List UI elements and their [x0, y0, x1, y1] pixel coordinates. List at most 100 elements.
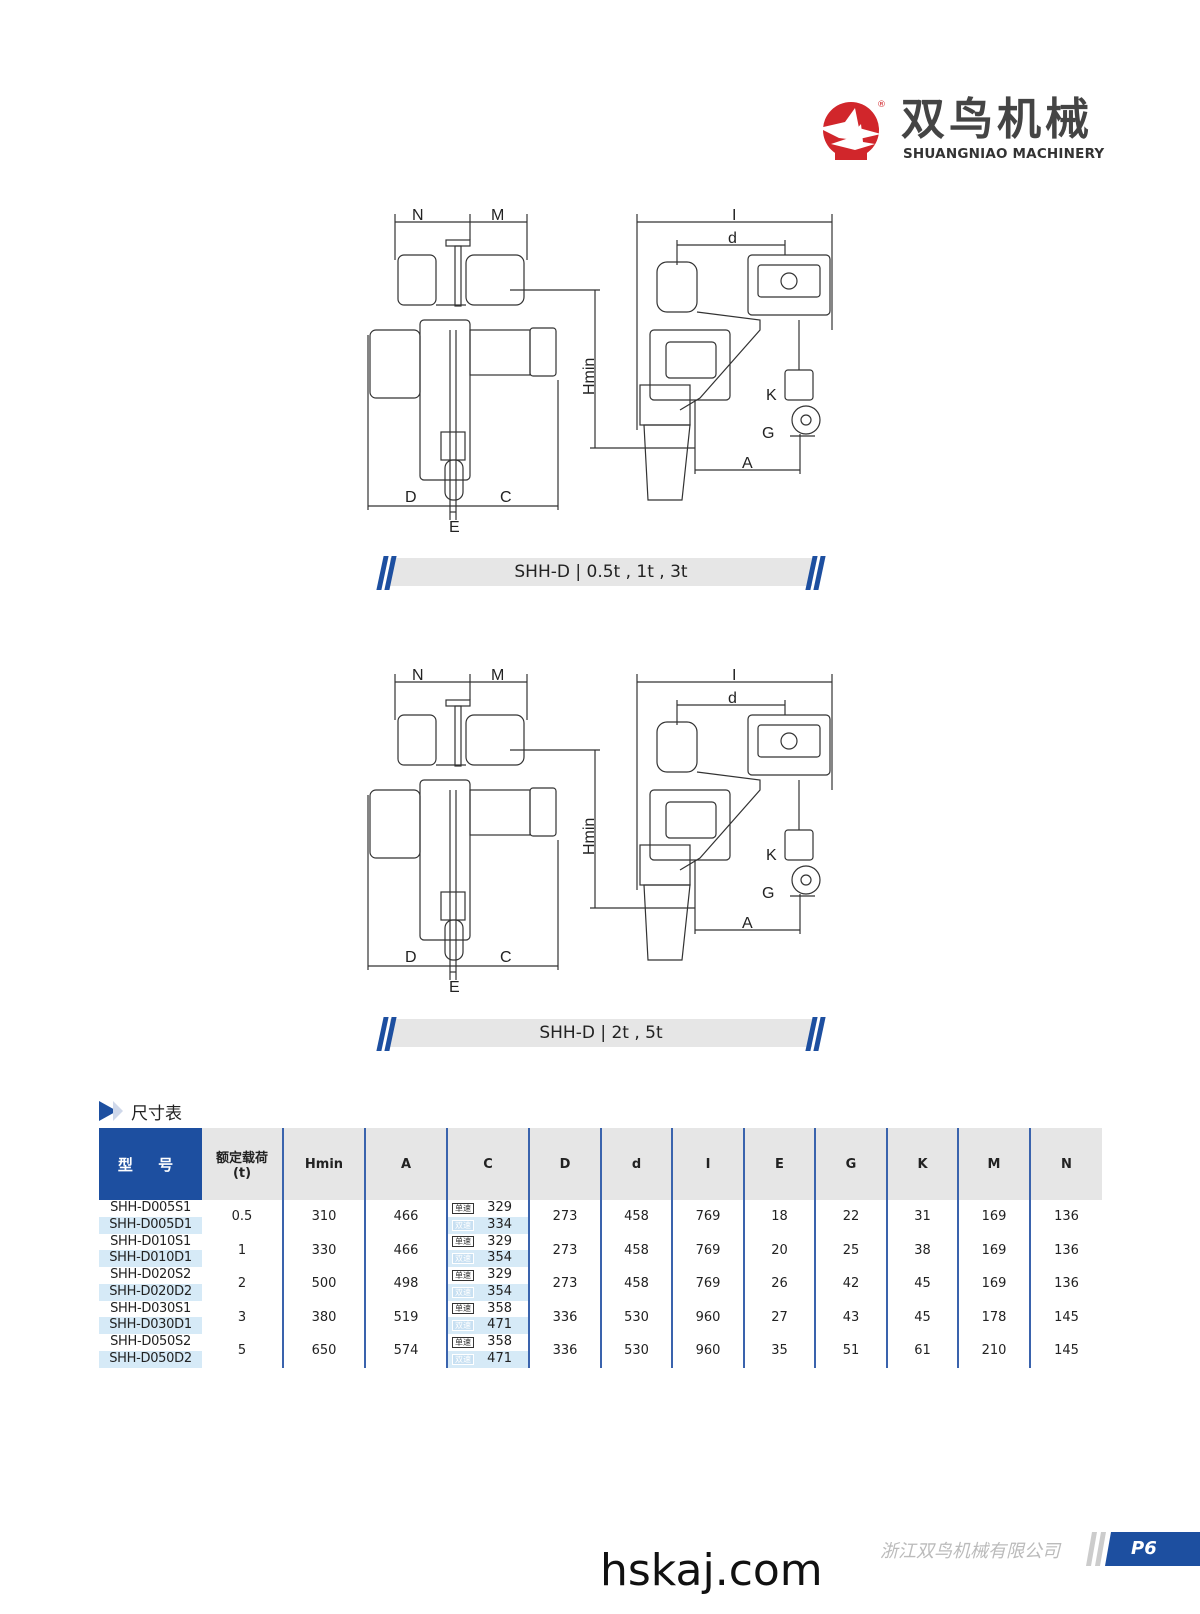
- c-single: 329: [487, 1200, 512, 1215]
- cell-a: 466: [364, 1200, 447, 1234]
- col-model: 型 号: [99, 1128, 202, 1200]
- col-n: N: [1029, 1128, 1102, 1200]
- cell-e: 26: [743, 1267, 815, 1301]
- col-i: I: [671, 1128, 744, 1200]
- model-single-speed: SHH-D010S1: [110, 1233, 191, 1249]
- dim-label-k: K: [766, 387, 777, 404]
- company-logo: ® 双鸟机械 SHUANGNIAO MACHINERY: [815, 92, 1105, 168]
- cell-n: 145: [1029, 1334, 1102, 1368]
- cell-m: 169: [957, 1267, 1030, 1301]
- dim-label-hmin: Hmin: [581, 358, 598, 395]
- single-speed-tag: 单速: [452, 1336, 474, 1348]
- cell-g: 42: [814, 1267, 887, 1301]
- section-title-text: 尺寸表: [131, 1103, 182, 1124]
- cell-d: 273: [528, 1267, 601, 1301]
- single-speed-tag: 单速: [452, 1202, 474, 1214]
- cell-m: 210: [957, 1334, 1030, 1368]
- col-d-small: d: [600, 1128, 672, 1200]
- dim-label-i: I: [732, 667, 736, 684]
- dim-label-i: I: [732, 207, 736, 224]
- cell-load: 5: [237, 1343, 247, 1359]
- model-single-speed: SHH-D030S1: [110, 1300, 191, 1316]
- cell-load: 1: [237, 1242, 247, 1258]
- dual-speed-tag: 双速: [452, 1253, 474, 1265]
- c-dual: 471: [487, 1350, 512, 1366]
- dim-label-n: N: [412, 207, 424, 224]
- dim-label-d-small: d: [728, 230, 737, 247]
- cell-a: 574: [364, 1334, 447, 1368]
- cell-hmin: 330: [282, 1233, 365, 1267]
- registered-mark: ®: [877, 100, 885, 110]
- cell-n: 136: [1029, 1233, 1102, 1267]
- cell-m: 169: [957, 1200, 1030, 1234]
- dual-speed-tag: 双速: [452, 1320, 474, 1332]
- cell-d: 273: [528, 1200, 601, 1234]
- cell-d: 458: [600, 1233, 672, 1267]
- dim-label-c: C: [500, 489, 512, 506]
- section-title: 尺寸表: [99, 1099, 182, 1124]
- cell-e: 27: [743, 1300, 815, 1334]
- single-speed-tag: 单速: [452, 1236, 474, 1248]
- model-dual-speed: SHH-D005D1: [99, 1216, 202, 1234]
- cell-m: 169: [957, 1233, 1030, 1267]
- model-caption: SHH-D | 2t , 5t: [539, 1023, 663, 1043]
- dim-label-e: E: [449, 979, 460, 996]
- cell-k: 61: [886, 1334, 958, 1368]
- col-hmin: Hmin: [282, 1128, 365, 1200]
- col-g: G: [814, 1128, 887, 1200]
- cell-g: 22: [814, 1200, 887, 1234]
- hoist-drawing-svg: N M Hmin D C E I d K G A: [367, 667, 833, 996]
- cell-hmin: 650: [282, 1334, 365, 1368]
- hoist-drawing-svg: N M Hmin D C E I d K G A: [367, 207, 833, 536]
- model-dual-speed: SHH-D030D1: [99, 1317, 202, 1334]
- page-number: P6: [1131, 1538, 1157, 1559]
- dim-label-a: A: [742, 915, 753, 932]
- cell-i: 769: [671, 1200, 744, 1234]
- c-single: 358: [487, 1334, 512, 1349]
- footer-url: hskaj.com: [600, 1545, 823, 1596]
- dim-label-d-bottom: D: [405, 489, 417, 506]
- cell-load: 2: [237, 1276, 247, 1292]
- c-single: 329: [487, 1267, 512, 1282]
- dim-label-m: M: [491, 207, 504, 224]
- col-m: M: [957, 1128, 1030, 1200]
- model-caption-banner: SHH-D | 2t , 5t: [376, 1017, 826, 1051]
- cell-i: 960: [671, 1300, 744, 1334]
- model-dual-speed: SHH-D050D2: [99, 1350, 202, 1368]
- model-single-speed: SHH-D020S2: [110, 1267, 191, 1282]
- bird-logo-icon: ®: [819, 100, 885, 160]
- cell-d: 336: [528, 1300, 601, 1334]
- cell-d: 336: [528, 1334, 601, 1368]
- cell-n: 145: [1029, 1300, 1102, 1334]
- col-k: K: [886, 1128, 958, 1200]
- cell-hmin: 310: [282, 1200, 365, 1234]
- table-header-row: 型 号 额定载荷(t) Hmin A C D d I E G K M N: [99, 1128, 1102, 1200]
- cell-m: 178: [957, 1300, 1030, 1334]
- logo-english-name: SHUANGNIAO MACHINERY: [903, 146, 1105, 162]
- dim-label-a: A: [742, 455, 753, 472]
- dim-label-m: M: [491, 667, 504, 684]
- cell-e: 35: [743, 1334, 815, 1368]
- dim-label-d-small: d: [728, 690, 737, 707]
- cell-k: 45: [886, 1300, 958, 1334]
- c-dual: 334: [487, 1216, 512, 1232]
- cell-k: 45: [886, 1267, 958, 1301]
- dim-label-e: E: [449, 519, 460, 536]
- cell-d: 458: [600, 1267, 672, 1301]
- dim-label-k: K: [766, 847, 777, 864]
- col-d: D: [528, 1128, 601, 1200]
- dim-label-d-bottom: D: [405, 949, 417, 966]
- cell-hmin: 500: [282, 1267, 365, 1301]
- logo-chinese-name: 双鸟机械: [901, 94, 1093, 145]
- cell-load: 0.5: [231, 1209, 253, 1225]
